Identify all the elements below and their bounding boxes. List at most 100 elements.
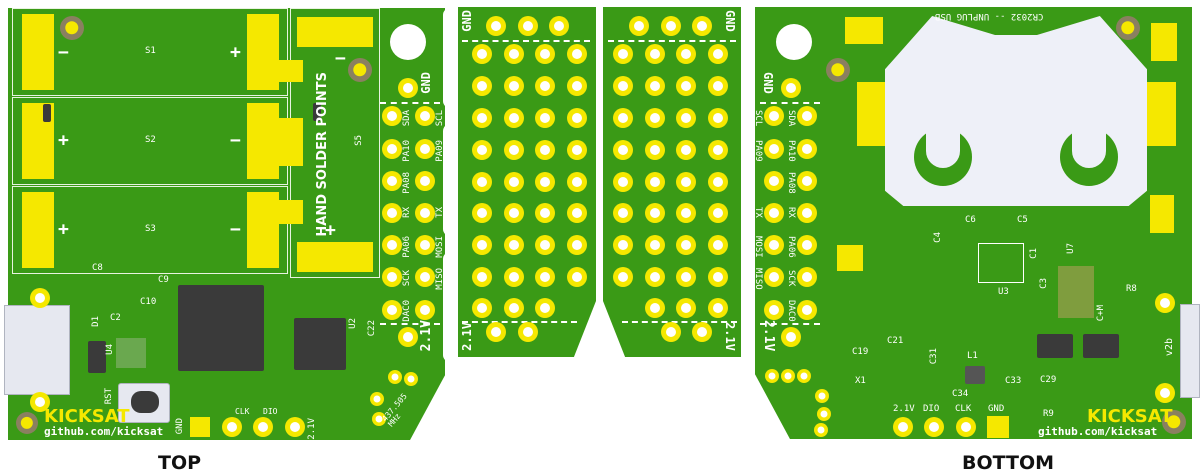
c29-label: C29 <box>1040 375 1057 385</box>
hand-solder-label: HAND SOLDER POINTS <box>315 72 330 237</box>
mount-hole <box>826 58 850 82</box>
bottom-brand: KICKSAT <box>1087 406 1173 427</box>
s5-ref: S5 <box>354 135 364 146</box>
bat-pad <box>1146 82 1176 146</box>
pin-label-sda: SDA <box>402 110 412 127</box>
breakaway-slot <box>443 8 457 108</box>
mcu-chip <box>178 285 264 371</box>
ml-bottom-divider <box>462 321 577 323</box>
antenna-pin <box>817 407 831 421</box>
c5-label: C5 <box>1017 215 1028 225</box>
c8-label: C8 <box>92 263 103 273</box>
s5-minus: − <box>335 48 346 69</box>
pin-label-rx: RX <box>786 207 796 218</box>
u4-regulator <box>116 338 146 368</box>
pin-label-sck: SCK <box>402 270 412 287</box>
antenna-pin <box>815 389 829 403</box>
pin-label-2v1: 2.1V <box>419 320 434 352</box>
c22-label: C22 <box>367 320 377 337</box>
tp-dio <box>924 417 944 437</box>
r9-label: R9 <box>1043 409 1054 419</box>
rst-button[interactable] <box>118 383 170 423</box>
pin-label-sck: SCK <box>786 270 796 287</box>
c9-label: C9 <box>158 275 169 285</box>
battery-s3-outline <box>12 186 288 274</box>
s5-neg-pad <box>297 17 373 47</box>
d1-diode <box>88 341 106 373</box>
tp-2v1-label: 2.1V <box>893 404 915 414</box>
pin-label-miso: MISO <box>753 268 763 290</box>
bat-pad <box>837 245 863 271</box>
header-divider <box>380 102 440 104</box>
antenna-pin <box>814 423 828 437</box>
tp-dio <box>253 417 273 437</box>
pin-label-dac0: DAC0 <box>402 300 412 322</box>
ml-2v1-label: 2.1V <box>460 322 474 351</box>
s3-tab <box>279 200 303 224</box>
mr-bottom-divider <box>622 321 737 323</box>
l1-label: L1 <box>967 351 978 361</box>
c33-label: C33 <box>1005 376 1022 386</box>
antenna-pin <box>765 369 779 383</box>
s3-pos-pad <box>22 192 54 268</box>
header-divider-bottom <box>760 323 820 325</box>
ic-mark: C+M <box>1096 305 1106 322</box>
s5-marker <box>313 103 321 121</box>
ml-gnd-label: GND <box>460 10 474 32</box>
mr-2v1-label: 2.1V <box>723 322 737 351</box>
tp-gnd <box>987 416 1009 438</box>
s1-ref: S1 <box>145 46 156 56</box>
tp-clk-label: CLK <box>235 407 250 416</box>
rst-button-cap[interactable] <box>131 391 159 413</box>
c1-label: C1 <box>1029 248 1039 259</box>
s2-neg-sign: − <box>230 130 241 151</box>
s3-pos-sign: + <box>58 219 69 240</box>
s1-neg-sign: − <box>58 42 69 63</box>
s2-pos-sign: + <box>58 130 69 151</box>
gnd-pin <box>398 78 418 98</box>
pin-label-pa06: PA06 <box>402 236 412 258</box>
breakaway-slot <box>742 8 756 108</box>
tp-gnd <box>190 417 210 437</box>
bat-pad <box>1150 195 1174 233</box>
rst-label: RST <box>104 388 114 405</box>
pin-label-pa10: PA10 <box>402 140 412 162</box>
usb-connector-side <box>1180 304 1200 398</box>
tp-2v1 <box>285 417 305 437</box>
mount-hole <box>1116 16 1140 40</box>
battery-s1-outline <box>12 8 288 96</box>
cr2032-note: CR2032 -- UNPLUG USB <box>935 11 1044 21</box>
mount-hole <box>16 412 38 434</box>
bottom-caption: BOTTOM <box>962 452 1055 474</box>
usb-mount-pin <box>30 392 50 412</box>
usb-mount-pin <box>30 288 50 308</box>
bottom-url: github.com/kicksat <box>1038 425 1158 438</box>
bat-pad <box>857 82 887 146</box>
pin-2v1 <box>781 327 801 347</box>
s5-plus: + <box>325 220 336 241</box>
u4-label: U4 <box>105 344 115 355</box>
s2-ref: S2 <box>145 135 156 145</box>
pin-label-pa08: PA08 <box>402 172 412 194</box>
pin-label-2v1: 2.1V <box>761 320 776 352</box>
bat-pad <box>845 17 883 44</box>
l1-inductor <box>965 366 985 384</box>
npth-hole <box>390 24 426 60</box>
tp-2v1-label: 2.1V <box>307 418 317 440</box>
c31-label: C31 <box>929 348 939 365</box>
antenna-pin <box>370 392 384 406</box>
antenna-pin <box>404 372 418 386</box>
tp-dio-label: DIO <box>923 404 940 414</box>
cell-contact-left-inner <box>926 126 960 168</box>
breakaway-slot <box>742 124 756 236</box>
bat-pad <box>1151 23 1177 61</box>
s2-marker <box>43 104 51 122</box>
usb-connector <box>4 305 70 395</box>
pin-label-pa06: PA06 <box>786 236 796 258</box>
u3-label: U3 <box>998 287 1009 297</box>
antenna-pin <box>781 369 795 383</box>
c34-label: C34 <box>952 389 969 399</box>
c3-label: C3 <box>1039 278 1049 289</box>
breakaway-slot <box>742 252 756 362</box>
mount-hole <box>60 16 84 40</box>
